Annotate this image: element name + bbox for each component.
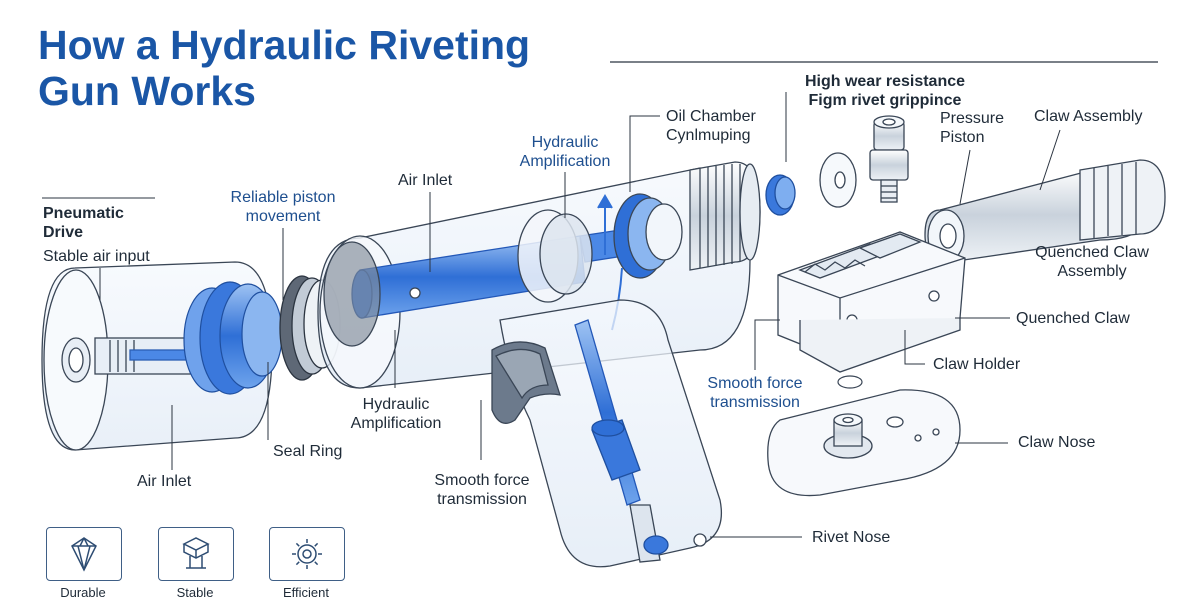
- gear-icon: [292, 539, 322, 569]
- blue-piston: [183, 281, 283, 395]
- label-claw-nose: Claw Nose: [1018, 434, 1096, 451]
- label-smooth-force-right: Smooth force transmission: [707, 375, 803, 411]
- label-rivet-nose: Rivet Nose: [812, 529, 891, 546]
- badge-label-durable: Durable: [60, 585, 106, 600]
- cube-stand-icon: [182, 537, 210, 569]
- page-title: How a Hydraulic Riveting Gun Works: [38, 22, 530, 114]
- shield-diamond-icon: [71, 537, 97, 572]
- label-seal-ring: Seal Ring: [273, 443, 343, 460]
- leader-lines: [99, 92, 1061, 538]
- title-line-2: Gun Works: [38, 68, 256, 114]
- label-claw-assembly: Claw Assembly: [1034, 108, 1143, 125]
- badge-label-stable: Stable: [176, 585, 214, 600]
- badge-efficient: [269, 527, 345, 581]
- label-pneumatic-drive: Pneumatic Drive: [43, 205, 124, 241]
- badge-stable: [158, 527, 234, 581]
- label-quenched-claw-assembly: Quenched Claw Assembly: [1035, 244, 1149, 280]
- claw-nose-plate: [767, 389, 961, 497]
- label-wear-resistance: High wear resistance Figm rivet grippinc…: [804, 73, 966, 109]
- label-air-inlet-top: Air Inlet: [398, 172, 453, 189]
- label-smooth-force-center: Smooth force transmission: [434, 472, 530, 508]
- label-air-inlet-left: Air Inlet: [137, 473, 192, 490]
- claw-holder-block: [777, 231, 966, 373]
- handle: [491, 299, 722, 568]
- label-quenched-claw: Quenched Claw: [1016, 310, 1130, 327]
- label-hydraulic-amplification-top: Hydraulic Amplification: [519, 134, 611, 170]
- label-pressure-piston: Pressure Piston: [940, 110, 1005, 146]
- badge-label-efficient: Efficient: [282, 585, 329, 600]
- label-reliable-piston: Reliable piston movement: [230, 189, 336, 225]
- small-oring: [837, 375, 863, 389]
- exploded-parts: [765, 115, 1166, 263]
- label-claw-holder: Claw Holder: [933, 356, 1021, 373]
- label-hydraulic-amplification-bottom: Hydraulic Amplification: [350, 396, 442, 432]
- title-line-1: How a Hydraulic Riveting: [38, 22, 531, 68]
- label-oil-chamber: Oil Chamber Cynlmuping: [666, 108, 756, 144]
- badge-durable: [46, 527, 122, 581]
- label-stable-air-input: Stable air input: [43, 248, 150, 265]
